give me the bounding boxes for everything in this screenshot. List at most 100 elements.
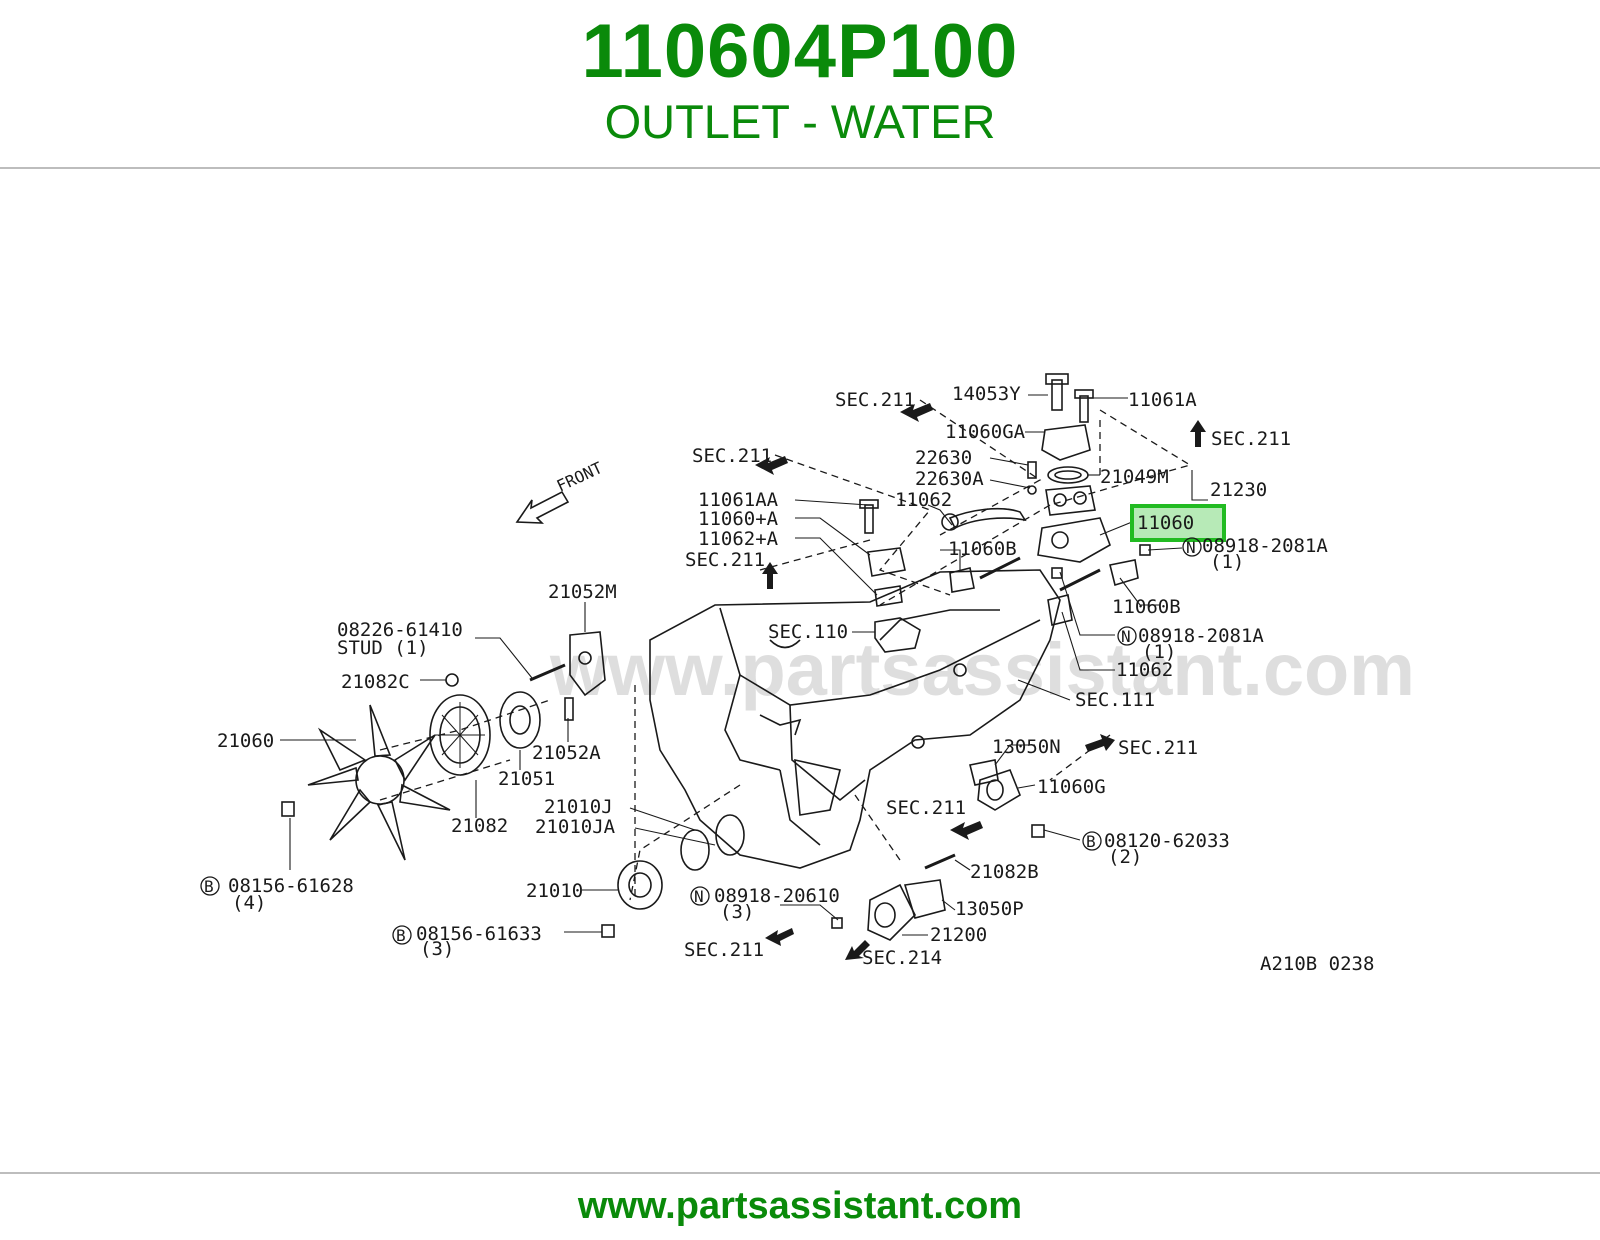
leader-11060b-right [1119, 577, 1160, 606]
part-label-17[interactable]: (1) [1210, 551, 1244, 573]
engine-lower-line [779, 769, 821, 846]
bolt-11061a [1079, 395, 1089, 423]
dashed-line-10 [379, 699, 551, 751]
part-label-39[interactable]: 08120-62033 [1104, 830, 1230, 852]
leader-11060g [1017, 784, 1036, 789]
pulley-21051 [499, 691, 541, 749]
part-label-34[interactable]: 11060G [1037, 776, 1106, 798]
part-label-6[interactable]: 22630 [915, 447, 972, 469]
fan-clutch-fins [435, 702, 485, 768]
marker-b-2-letter: B [204, 877, 214, 896]
part-label-11[interactable]: 11062 [895, 489, 952, 511]
stud-08226-61410 [529, 663, 566, 682]
bolt-11061a-head [1074, 389, 1094, 399]
marker-n-3-letter: N [694, 887, 704, 906]
part-label-24[interactable]: 08226-61410 [337, 619, 463, 641]
part-label-41[interactable]: 08156-61628 [228, 875, 354, 897]
leader-sec111 [1017, 679, 1071, 701]
part-label-44[interactable]: 21010 [526, 880, 583, 902]
leader-11062a [795, 537, 878, 596]
part-label-48[interactable]: 08156-61633 [416, 923, 542, 945]
part-label-47[interactable]: 13050P [955, 898, 1024, 920]
marker-b-3-icon [392, 925, 412, 945]
part-label-26[interactable]: 11062 [1116, 659, 1173, 681]
part-label-20[interactable]: 21052M [548, 581, 617, 603]
part-label-25[interactable]: STUD (1) [337, 637, 429, 659]
bolt-11061aa [864, 504, 874, 534]
marker-b-2-icon [200, 876, 220, 896]
part-label-51[interactable]: SEC.211 [684, 939, 764, 961]
pipe-11062 [948, 507, 1027, 530]
leader-11061aa [794, 499, 869, 506]
front-arrow-icon [515, 490, 570, 524]
part-label-36[interactable]: 21010J [544, 796, 613, 818]
leader-08918-mid [1059, 571, 1115, 636]
part-label-1[interactable]: 14053Y [952, 383, 1021, 405]
part-label-18[interactable]: SEC.211 [685, 549, 765, 571]
part-label-35[interactable]: 21082 [451, 815, 508, 837]
dashed-line-8 [854, 794, 901, 861]
part-label-31[interactable]: 13050N [992, 736, 1061, 758]
part-label-40[interactable]: (2) [1108, 846, 1142, 868]
bracket-21052m-hole [578, 651, 592, 665]
part-label-30[interactable]: 21052A [532, 742, 601, 764]
part-label-7[interactable]: 22630A [915, 468, 984, 490]
gasket-11062-lower [1047, 594, 1073, 626]
marker-n-1-icon [1182, 537, 1202, 557]
part-label-4[interactable]: 11060GA [945, 421, 1026, 443]
water-pump-21010-hub [628, 872, 652, 898]
part-label-22[interactable]: 08918-2081A [1138, 625, 1264, 647]
arrow-sec211-7-icon [765, 928, 794, 946]
marker-n-1-letter: N [1186, 538, 1196, 557]
part-label-10[interactable]: 11061AA [698, 489, 779, 511]
highlight-box-11060 [1130, 504, 1226, 542]
part-label-0[interactable]: SEC.211 [835, 389, 915, 411]
water-outlet-11060g-port [986, 779, 1004, 801]
marker-n-3-icon [690, 886, 710, 906]
part-label-14[interactable]: 11062+A [698, 528, 779, 550]
leader-08226 [475, 637, 533, 679]
part-label-46[interactable]: (3) [720, 901, 754, 923]
stud-right [1059, 568, 1101, 592]
part-label-27[interactable]: 21082C [341, 671, 410, 693]
part-label-52[interactable]: SEC.214 [862, 947, 942, 969]
part-label-43[interactable]: 21082B [970, 861, 1039, 883]
part-label-21[interactable]: SEC.110 [768, 621, 848, 643]
part-label-29[interactable]: 21060 [217, 730, 274, 752]
part-label-33[interactable]: 21051 [498, 768, 555, 790]
part-label-5[interactable]: SEC.211 [1211, 428, 1291, 450]
part-label-23[interactable]: (1) [1142, 641, 1176, 663]
leader-22630a [989, 479, 1031, 489]
part-label-42[interactable]: (4) [232, 892, 266, 914]
leader-08918-20610 [780, 904, 839, 921]
bolt-08120-62033 [1031, 824, 1045, 838]
dashed-line-2 [774, 454, 951, 596]
part-label-8[interactable]: 21049M [1100, 466, 1169, 488]
engine-detail-1 [769, 639, 801, 649]
watermark-text: www.partsassistant.com [549, 628, 1415, 711]
part-label-49[interactable]: (3) [420, 938, 454, 960]
part-label-28[interactable]: SEC.111 [1075, 689, 1155, 711]
part-label-37[interactable]: SEC.211 [886, 797, 966, 819]
part-label-13[interactable]: 11060+A [698, 508, 779, 530]
part-label-32[interactable]: SEC.211 [1118, 737, 1198, 759]
leader-22630 [989, 457, 1029, 466]
engine-boss [953, 663, 967, 677]
marker-b-3-letter: B [396, 926, 406, 945]
part-label-19[interactable]: 11060B [1112, 596, 1181, 618]
part-label-38[interactable]: 21010JA [535, 816, 616, 838]
footer-website[interactable]: www.partsassistant.com [577, 1185, 1023, 1227]
part-label-16[interactable]: 08918-2081A [1202, 535, 1328, 557]
part-label-3[interactable]: SEC.211 [692, 445, 772, 467]
part-label-15[interactable]: 11060B [948, 538, 1017, 560]
fan-blade-7 [307, 766, 359, 786]
part-label-50[interactable]: 21200 [930, 924, 987, 946]
part-label-9[interactable]: 21230 [1210, 479, 1267, 501]
part-label-2[interactable]: 11061A [1128, 389, 1197, 411]
engine-front-line [724, 674, 781, 771]
fan-clutch-21082 [429, 694, 491, 776]
leader-13050n [994, 744, 1035, 766]
part-label-45[interactable]: 08918-20610 [714, 885, 840, 907]
part-label-highlighted[interactable]: 11060 [1137, 512, 1194, 534]
water-outlet-11060a [867, 547, 906, 577]
